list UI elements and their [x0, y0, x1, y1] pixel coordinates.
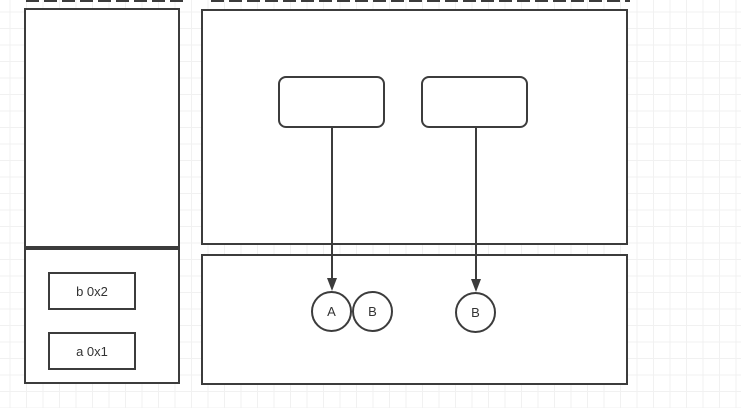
reference-node-2[interactable]	[421, 76, 528, 128]
cropped-dashed-edge-right	[211, 0, 630, 2]
variable-b-box[interactable]: b 0x2	[48, 272, 136, 310]
object-circle-b1[interactable]: B	[352, 291, 393, 332]
object-circle-b2-label: B	[471, 305, 480, 320]
objects-container-box[interactable]	[201, 254, 628, 385]
variable-a-box[interactable]: a 0x1	[48, 332, 136, 370]
variable-b-label: b 0x2	[76, 283, 108, 299]
object-circle-b2[interactable]: B	[455, 292, 496, 333]
reference-node-1-label	[280, 78, 383, 126]
variable-a-label: a 0x1	[76, 343, 108, 359]
object-circle-a-label: A	[327, 304, 336, 319]
reference-node-2-label	[423, 78, 526, 126]
object-circle-b1-label: B	[368, 304, 377, 319]
object-circle-a[interactable]: A	[311, 291, 352, 332]
cropped-dashed-edge-left	[26, 0, 184, 2]
reference-node-1[interactable]	[278, 76, 385, 128]
references-container-box[interactable]	[201, 9, 628, 245]
variables-container-box[interactable]: b 0x2 a 0x1	[24, 248, 180, 384]
left-column-box[interactable]	[24, 8, 180, 248]
